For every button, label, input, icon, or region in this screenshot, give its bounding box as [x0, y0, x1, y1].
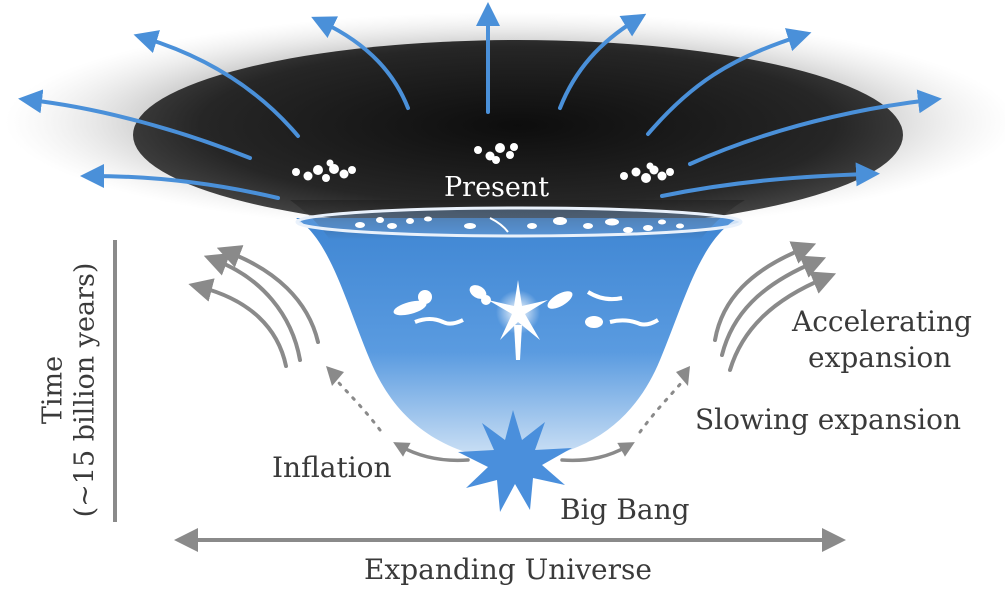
- galaxy-cluster-icon: [292, 159, 356, 182]
- accelerating-arrows: [713, 241, 837, 372]
- time-axis-label: Time (~15 billion years): [10, 260, 130, 520]
- time-label: Time: [37, 355, 69, 425]
- present-label: Present: [444, 172, 550, 203]
- slowing-expansion-label: Slowing expansion: [695, 403, 961, 436]
- left-gray-arrows: [188, 245, 320, 368]
- ring-galaxies: [355, 216, 684, 233]
- outward-arrow-icon: [18, 2, 942, 200]
- accelerating-label: Accelerating: [792, 305, 972, 338]
- present-ring: [295, 206, 743, 238]
- galaxy-cluster-icon: [620, 162, 674, 183]
- big-bang-starburst-icon: [458, 410, 572, 512]
- big-bang-arrows: [393, 442, 635, 463]
- galaxy-cluster-icon: [474, 143, 518, 164]
- spark-icon: [488, 280, 548, 360]
- accelerating-expansion-label: expansion: [808, 341, 952, 374]
- right-dotted-head: [676, 366, 690, 386]
- dotted-trajectory: [336, 380, 684, 434]
- expanding-universe-label: Expanding Universe: [364, 553, 652, 586]
- time-span-label: (~15 billion years): [70, 262, 101, 518]
- big-bang-label: Big Bang: [560, 493, 690, 526]
- early-galaxies: [393, 285, 660, 328]
- inflation-label: Inflation: [272, 451, 392, 484]
- left-dotted-head: [326, 366, 344, 386]
- present-space-disc: [133, 40, 903, 230]
